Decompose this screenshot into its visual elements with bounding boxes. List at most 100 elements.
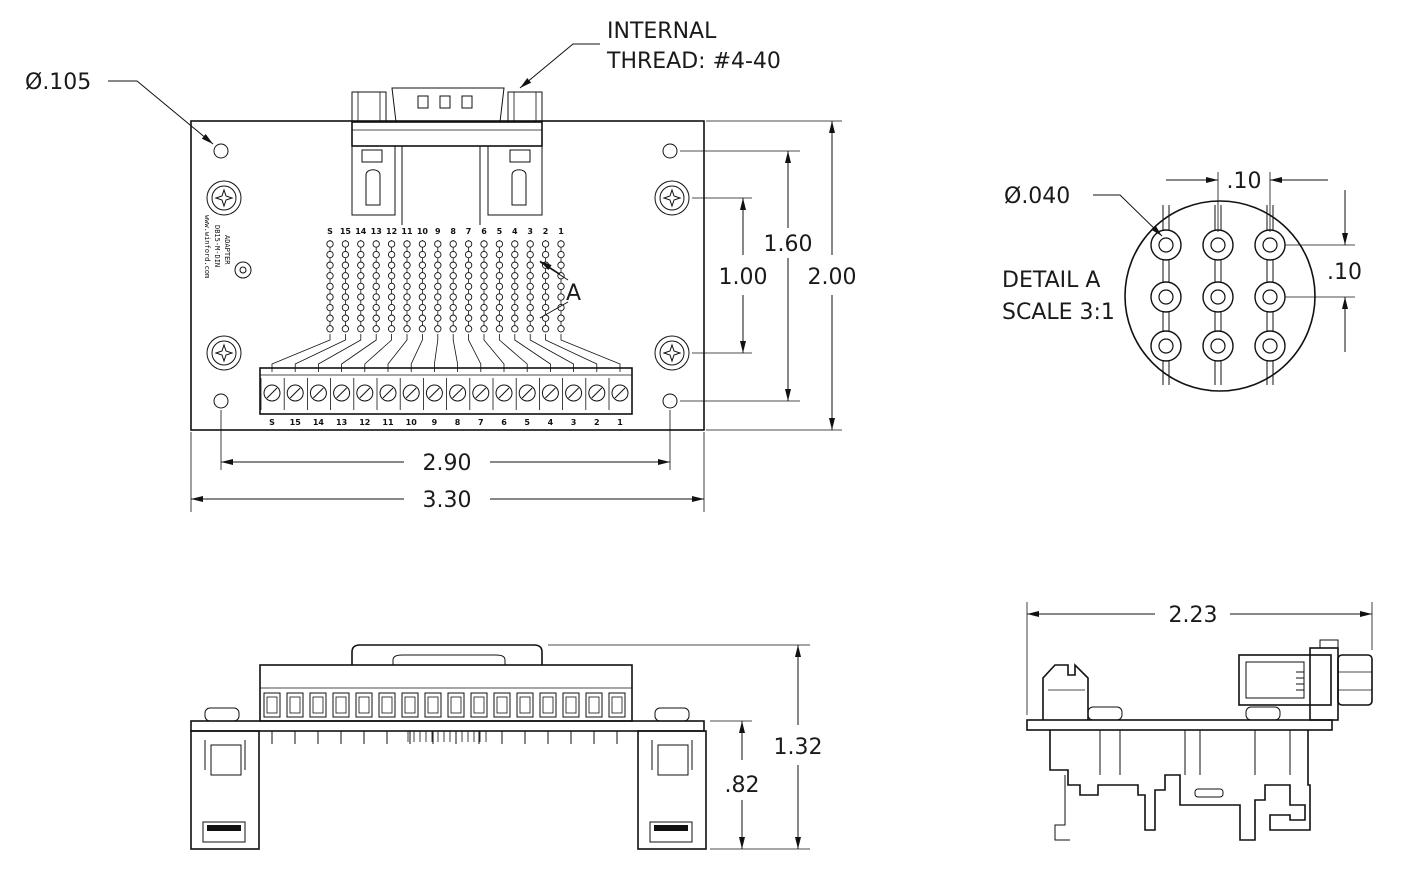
grid-pin — [541, 293, 550, 301]
grid-pin — [387, 303, 396, 312]
detail-hole-diameter-label: Ø.040 — [1004, 184, 1070, 209]
grid-pin — [557, 314, 565, 322]
grid-pin — [418, 303, 427, 312]
dim-outer-width-label: 3.30 — [423, 488, 472, 513]
detail-hole — [1158, 289, 1174, 305]
grid-pin — [464, 272, 473, 280]
dim-hole-pitch-label: 1.60 — [764, 232, 813, 257]
grid-pin — [418, 250, 427, 259]
grid-pin — [526, 240, 534, 248]
pcb-text-desc: ADAPTER — [223, 235, 231, 265]
grid-pin — [341, 325, 350, 333]
grid-pin — [541, 250, 550, 259]
grid-pin — [449, 250, 457, 259]
logo-icon — [234, 261, 252, 279]
detail-callout-label: A — [566, 281, 581, 306]
header-pin-label: 11 — [401, 227, 413, 236]
terminal-screw-icon — [356, 384, 374, 402]
grid-pin — [449, 261, 457, 269]
terminal-label: 13 — [336, 418, 347, 427]
dim-2-90: 2.90 — [220, 410, 671, 476]
mounting-hole-br — [662, 393, 678, 409]
header-pin-label: 7 — [466, 227, 472, 236]
grid-pin — [403, 303, 411, 312]
header-pin-label: 14 — [355, 227, 367, 236]
grid-pin — [480, 293, 488, 301]
terminal-screw-icon — [518, 384, 536, 402]
terminal-cell — [309, 692, 327, 718]
mounting-hole-tr — [662, 143, 678, 159]
detail-pitch-x-label: .10 — [1227, 169, 1262, 194]
grid-pin — [495, 261, 504, 269]
terminal-cell — [424, 692, 442, 718]
grid-pin — [387, 240, 396, 248]
detail-hole — [1262, 338, 1278, 354]
grid-pin — [341, 272, 350, 280]
grid-pin — [434, 261, 442, 269]
grid-pin — [541, 282, 550, 291]
terminal-cell — [286, 692, 304, 718]
grid-pin — [387, 261, 396, 269]
grid-pin — [387, 314, 396, 322]
header-pin-label: 15 — [340, 227, 352, 236]
grid-pin — [357, 303, 365, 312]
grid-pin — [372, 261, 380, 269]
grid-pin — [495, 282, 504, 291]
terminal-cell — [585, 692, 603, 718]
terminal-screw-icon — [263, 384, 281, 402]
detail-scale: SCALE 3:1 — [1002, 300, 1115, 325]
grid-pin — [511, 314, 519, 322]
terminal-cell — [355, 692, 373, 718]
grid-pin — [326, 261, 334, 269]
terminal-label: 10 — [406, 418, 418, 427]
grid-pin — [449, 314, 457, 322]
front-terminal-cells — [263, 692, 626, 718]
terminal-screws — [260, 378, 629, 410]
grid-pin — [387, 282, 396, 291]
detail-a-callout: A — [539, 260, 581, 319]
grid-pin — [495, 314, 504, 322]
terminal-cell — [493, 692, 511, 718]
grid-pin — [372, 250, 380, 259]
thread-callout: INTERNAL THREAD: #4-40 — [519, 19, 781, 89]
grid-pin — [449, 293, 457, 301]
screw-icon — [206, 335, 242, 371]
grid-pin — [526, 314, 534, 322]
grid-pin — [480, 261, 488, 269]
grid-pin — [541, 303, 550, 312]
dim-1-60: 1.60 — [680, 150, 813, 402]
grid-pin — [511, 303, 519, 312]
grid-pin — [418, 293, 427, 301]
din-clip-right — [637, 730, 707, 850]
detail-hole — [1210, 289, 1226, 305]
grid-pin — [449, 303, 457, 312]
terminal-screw-icon — [565, 384, 583, 402]
grid-pin — [357, 314, 365, 322]
grid-pin — [372, 325, 380, 333]
grid-pin — [372, 272, 380, 280]
grid-pin — [495, 325, 504, 333]
grid-pin — [526, 272, 534, 280]
grid-pin — [557, 250, 565, 259]
dim-depth-label: 2.23 — [1169, 603, 1218, 628]
header-pin-label: S — [327, 227, 333, 236]
grid-pin — [495, 250, 504, 259]
grid-pin — [464, 293, 473, 301]
detail-hole — [1262, 289, 1278, 305]
grid-pin — [464, 261, 473, 269]
grid-pin — [326, 250, 334, 259]
grid-pin — [357, 272, 365, 280]
grid-pin — [418, 314, 427, 322]
dim-rail-height-label: .82 — [725, 773, 760, 798]
grid-pin — [434, 250, 442, 259]
terminal-label: 15 — [290, 418, 302, 427]
grid-pin — [480, 325, 488, 333]
grid-pin — [326, 314, 334, 322]
detail-hole — [1210, 237, 1226, 253]
grid-pin — [372, 293, 380, 301]
grid-pin — [434, 325, 442, 333]
header-pin-label: 10 — [417, 227, 429, 236]
grid-pin — [387, 250, 396, 259]
grid-pin — [403, 261, 411, 269]
